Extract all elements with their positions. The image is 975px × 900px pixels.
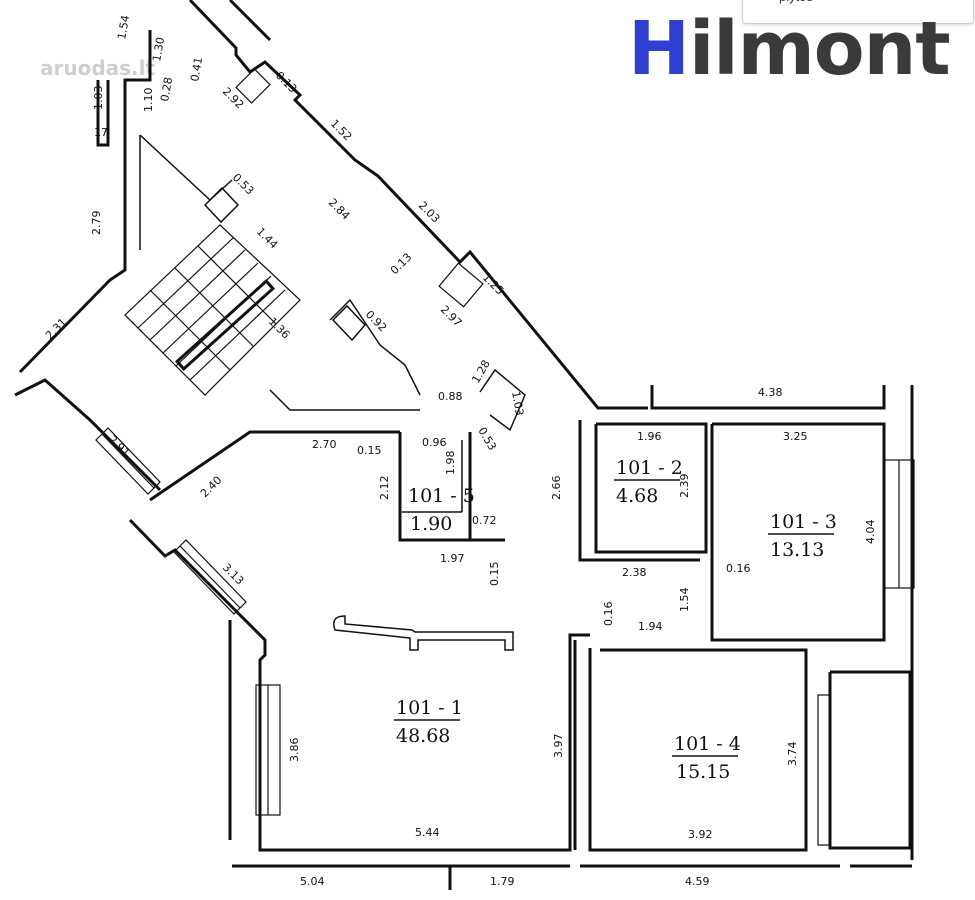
dim-2-31: 2.31 xyxy=(43,316,70,343)
dim-1-54: 1.54 xyxy=(115,14,132,40)
popup-text: plytos xyxy=(779,0,813,4)
popup-tooltip: plytos xyxy=(742,0,974,24)
dim-2-91: 2.91 xyxy=(106,433,133,460)
dim-2-84: 2.84 xyxy=(326,196,353,223)
watermark-text: aruodas.lt xyxy=(40,56,156,80)
dim-1-30: 1.30 xyxy=(150,36,167,62)
dim-1-44: 1.44 xyxy=(254,225,281,252)
dim-0-92: 0.92 xyxy=(363,308,390,335)
dim-1-79: 1.79 xyxy=(490,875,515,888)
fixtures xyxy=(333,440,514,651)
dim-5-44: 5.44 xyxy=(415,826,440,839)
dim-0-53-top: 0.53 xyxy=(230,171,257,198)
room-101-3-id: 101 - 3 xyxy=(770,511,837,533)
dim-3-25: 3.25 xyxy=(783,430,808,443)
dim-3-86: 3.86 xyxy=(288,738,301,763)
dim-4-59: 4.59 xyxy=(685,875,710,888)
dim-0-16-b: 0.16 xyxy=(602,602,615,627)
dim-0-28: 0.28 xyxy=(158,76,175,102)
dim-17: 17 xyxy=(94,126,108,139)
dim-0-41: 0.41 xyxy=(188,56,205,82)
dim-2-39: 2.39 xyxy=(678,474,691,499)
dim-3-92: 3.92 xyxy=(688,828,713,841)
staircase xyxy=(124,186,367,396)
dim-1-97: 1.97 xyxy=(440,552,465,565)
dim-4-04: 4.04 xyxy=(864,520,877,545)
dim-0-96: 0.96 xyxy=(422,436,447,449)
dim-1-96: 1.96 xyxy=(637,430,662,443)
dim-0-15-b: 0.15 xyxy=(488,562,501,587)
room-101-4-id: 101 - 4 xyxy=(674,733,741,755)
room-101-1-id: 101 - 1 xyxy=(396,697,463,719)
room-101-1-area: 48.68 xyxy=(396,725,450,747)
room-101-5-id: 101 - 5 xyxy=(408,485,475,507)
dim-3-13: 3.13 xyxy=(220,561,247,588)
dim-2-79: 2.79 xyxy=(90,211,103,236)
dim-1-10: 1.10 xyxy=(142,88,155,113)
dim-2-66: 2.66 xyxy=(550,476,563,501)
dimension-labels: 1.54 1.30 0.41 0.28 1.03 1.10 17 2.79 2.… xyxy=(43,14,877,888)
dim-2-97: 2.97 xyxy=(438,303,465,330)
dim-1-03-mid: 1.03 xyxy=(509,390,526,416)
dim-2-92: 2.92 xyxy=(220,85,247,112)
walls xyxy=(14,0,914,890)
dim-0-88: 0.88 xyxy=(438,390,463,403)
dim-3-74: 3.74 xyxy=(786,742,799,767)
windows xyxy=(95,68,915,846)
logo-letter-h: H xyxy=(628,6,690,92)
room-101-2-area: 4.68 xyxy=(616,485,658,507)
dim-2-40: 2.40 xyxy=(198,474,225,501)
dim-0-53-mid: 0.53 xyxy=(475,425,499,453)
dim-3-97: 3.97 xyxy=(552,734,565,759)
dim-1-98: 1.98 xyxy=(444,451,457,476)
dim-2-12: 2.12 xyxy=(378,476,391,501)
dim-0-15-a: 0.15 xyxy=(357,444,382,457)
room-101-3-area: 13.13 xyxy=(770,539,824,561)
room-101-5-area: 1.90 xyxy=(410,513,452,535)
room-101-4-area: 15.15 xyxy=(676,761,730,783)
logo-rest: ilmont xyxy=(688,6,951,92)
dim-1-03-left: 1.03 xyxy=(92,86,105,111)
dim-1-28: 1.28 xyxy=(469,358,493,386)
dim-2-70: 2.70 xyxy=(312,438,337,451)
dim-1-52: 1.52 xyxy=(328,117,355,144)
dim-1-94: 1.94 xyxy=(638,620,663,633)
dim-0-13-mid: 0.13 xyxy=(388,251,415,278)
dim-1-36: 1.36 xyxy=(266,315,293,342)
dim-1-54-mid: 1.54 xyxy=(678,588,691,613)
dim-5-04: 5.04 xyxy=(300,875,325,888)
room-labels: 101 - 1 48.68 101 - 2 4.68 101 - 3 13.13… xyxy=(394,457,837,783)
dim-0-16-a: 0.16 xyxy=(726,562,751,575)
dim-0-72: 0.72 xyxy=(472,514,497,527)
dim-4-38: 4.38 xyxy=(758,386,783,399)
hilmont-logo: Hilmont xyxy=(628,12,951,86)
room-101-2-id: 101 - 2 xyxy=(616,457,683,479)
dim-2-38: 2.38 xyxy=(622,566,647,579)
